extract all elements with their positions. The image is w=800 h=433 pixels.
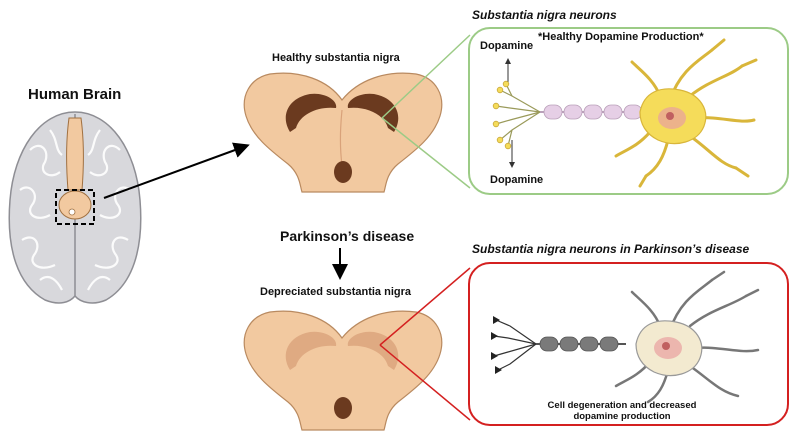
pd-neuron <box>491 270 760 404</box>
depreciated-midbrain <box>243 310 443 431</box>
degeneration-label: Cell degeneration and decreased dopamine… <box>512 400 732 422</box>
degeneration-line-1: Cell degeneration and decreased <box>547 400 697 411</box>
healthy-production-label: *Healthy Dopamine Production* <box>538 31 704 43</box>
parkinsons-label: Parkinson’s disease <box>280 228 415 244</box>
dopamine-bottom-label: Dopamine <box>490 174 544 186</box>
brain-illustration <box>8 111 142 304</box>
healthy-neuron <box>492 38 758 188</box>
healthy-midbrain <box>243 72 443 193</box>
healthy-sn-label: Healthy substantia nigra <box>272 52 400 64</box>
dopamine-top-label: Dopamine <box>480 40 534 52</box>
depreciated-sn-label: Depreciated substantia nigra <box>260 286 411 298</box>
brain-to-midbrain-arrow <box>103 142 250 199</box>
sn-neurons-pd-title: Substantia nigra neurons in Parkinson’s … <box>472 242 750 256</box>
degeneration-line-2: dopamine production <box>573 411 671 422</box>
human-brain-label: Human Brain <box>28 86 122 103</box>
pd-neuron-panel <box>468 262 789 426</box>
sn-neurons-title: Substantia nigra neurons <box>472 8 617 22</box>
